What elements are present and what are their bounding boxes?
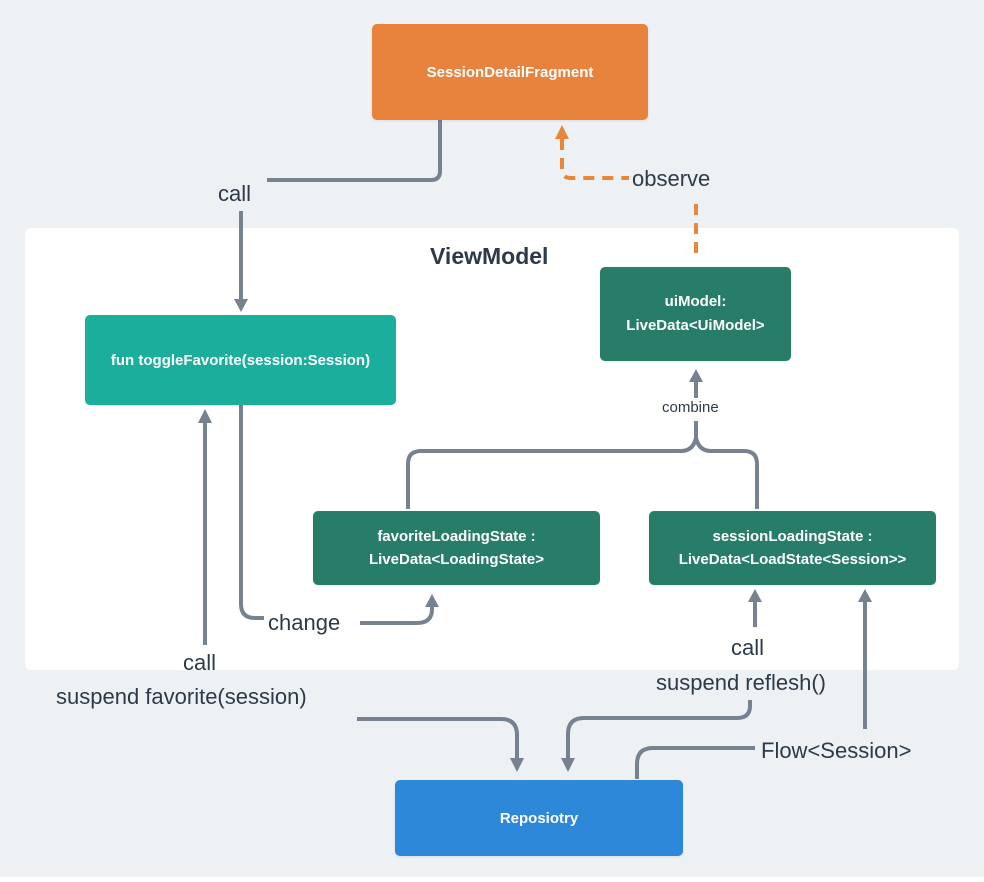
edge-label-combine: combine [662, 399, 719, 416]
node-label: fun toggleFavorite(session:Session) [110, 351, 371, 369]
bottom-edge-strip [0, 877, 984, 882]
edge-label-call-left: call [183, 650, 217, 675]
edge-observe-dashed [555, 125, 698, 261]
arrowhead-up-icon [748, 589, 762, 602]
edge-change [239, 405, 439, 625]
edge-flow-session [635, 589, 872, 779]
edge-call-reflesh [561, 589, 762, 772]
node-label-line1: uiModel: [664, 293, 727, 310]
arrowhead-down-icon [510, 758, 524, 772]
node-label: SessionDetailFragment [426, 63, 594, 81]
arrowhead-up-icon [858, 589, 872, 602]
node-label: Reposiotry [499, 809, 579, 827]
edge-fragment-call-toggle [234, 120, 442, 312]
node-toggle-favorite: fun toggleFavorite(session:Session) [85, 315, 396, 405]
arrowhead-down-icon [234, 299, 248, 312]
edge-combine-brace [406, 369, 759, 509]
viewmodel-panel-title: ViewModel [430, 243, 549, 269]
node-ui-model-livedata: uiModel: LiveData<UiModel> [600, 267, 791, 361]
edge-label-call-top: call [218, 181, 252, 206]
node-session-detail-fragment: SessionDetailFragment [372, 24, 648, 120]
edge-label-change: change [268, 610, 341, 635]
node-label-line2: LiveData<LoadState<Session>> [678, 551, 907, 568]
node-session-loading-state: sessionLoadingState : LiveData<LoadState… [649, 511, 936, 585]
arrowhead-up-icon [425, 594, 439, 607]
node-repository: Reposiotry [395, 780, 683, 856]
arrowhead-up-icon [555, 125, 569, 139]
arrowhead-down-icon [561, 758, 575, 772]
arrowhead-up-icon [689, 369, 703, 382]
node-label-line1: favoriteLoadingState : [377, 528, 536, 545]
edge-label-call-right: call [731, 635, 765, 660]
node-label-line1: sessionLoadingState : [712, 528, 873, 545]
edge-label-suspend-favorite: suspend favorite(session) [56, 684, 307, 709]
node-label-line2: LiveData<LoadingState> [368, 551, 545, 568]
edge-label-flow-session: Flow<Session> [761, 738, 912, 763]
edge-call-favorite [198, 409, 524, 772]
edge-label-observe: observe [632, 166, 711, 191]
node-favorite-loading-state: favoriteLoadingState : LiveData<LoadingS… [313, 511, 600, 585]
arrowhead-up-icon [198, 409, 212, 423]
node-label-line2: LiveData<UiModel> [626, 317, 765, 334]
edge-label-suspend-reflesh: suspend reflesh() [656, 670, 826, 695]
